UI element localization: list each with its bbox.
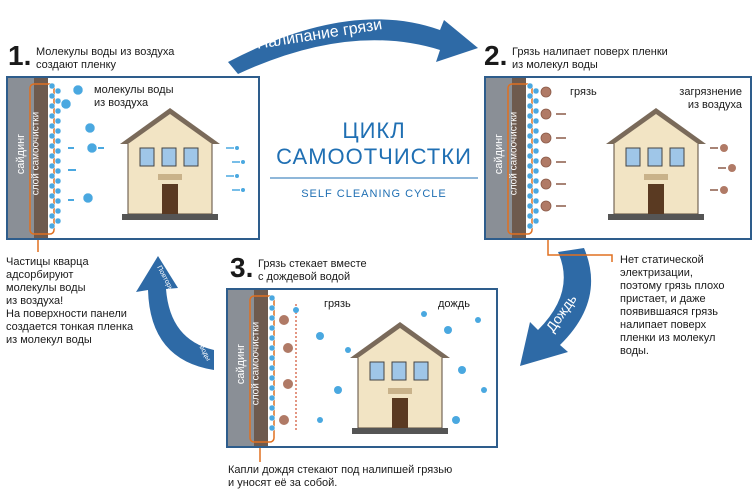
step2-title: Грязь налипает поверх пленки из молекул …	[512, 46, 668, 71]
step3-siding-label: сайдинг	[235, 343, 247, 385]
step3-house-icon	[350, 322, 450, 434]
step1-house-icon	[120, 108, 220, 220]
right-arrow-shape	[520, 248, 592, 366]
step3-number: 3.	[230, 252, 254, 283]
step2-panel: сайдинг слой самоочистки грязь загрязнен…	[484, 76, 752, 240]
step1-panel: сайдинг слой самоочистки молекулы воды и…	[6, 76, 260, 240]
step2-number: 2.	[484, 40, 508, 71]
callout-line-right	[547, 238, 613, 262]
step1-illustration	[8, 78, 245, 238]
step3-dirt-label: грязь	[324, 298, 351, 310]
step1-molecules-label: молекулы воды из воздуха	[94, 84, 174, 109]
top-arrow-shape	[228, 19, 478, 74]
step3-layer-label: слой самоочистки	[250, 321, 262, 406]
step2-dirt-label: грязь	[570, 86, 597, 98]
center-title: ЦИКЛ САМООТЧИСТКИ	[276, 118, 472, 169]
note-right: Нет статической электризации, поэтому гр…	[620, 254, 725, 357]
note-bottom: Капли дождя стекают под налипшей грязью …	[228, 464, 453, 489]
step2-pollution-label: загрязнение из воздуха	[679, 86, 742, 111]
step1-number: 1.	[8, 40, 32, 71]
step3-illustration	[228, 290, 487, 446]
step1-layer-label: слой самоочистки	[30, 111, 42, 196]
left-arrow-shape	[136, 256, 214, 370]
center-subtitle: SELF CLEANING CYCLE	[301, 188, 447, 200]
step2-siding-label: сайдинг	[493, 133, 505, 175]
step3-panel: сайдинг слой самоочистки грязь дождь	[226, 288, 498, 448]
step2-house-icon	[606, 108, 706, 220]
step2-illustration	[486, 78, 736, 238]
step3-title: Грязь стекает вместе с дождевой водой	[258, 258, 367, 283]
step2-layer-label: слой самоочистки	[508, 111, 520, 196]
note-left: Частицы кварца адсорбируют молекулы воды…	[6, 256, 134, 346]
step3-rain-label: дождь	[438, 298, 470, 310]
step1-title: Молекулы воды из воздуха создают пленку	[36, 46, 175, 71]
step1-siding-label: сайдинг	[15, 133, 27, 175]
